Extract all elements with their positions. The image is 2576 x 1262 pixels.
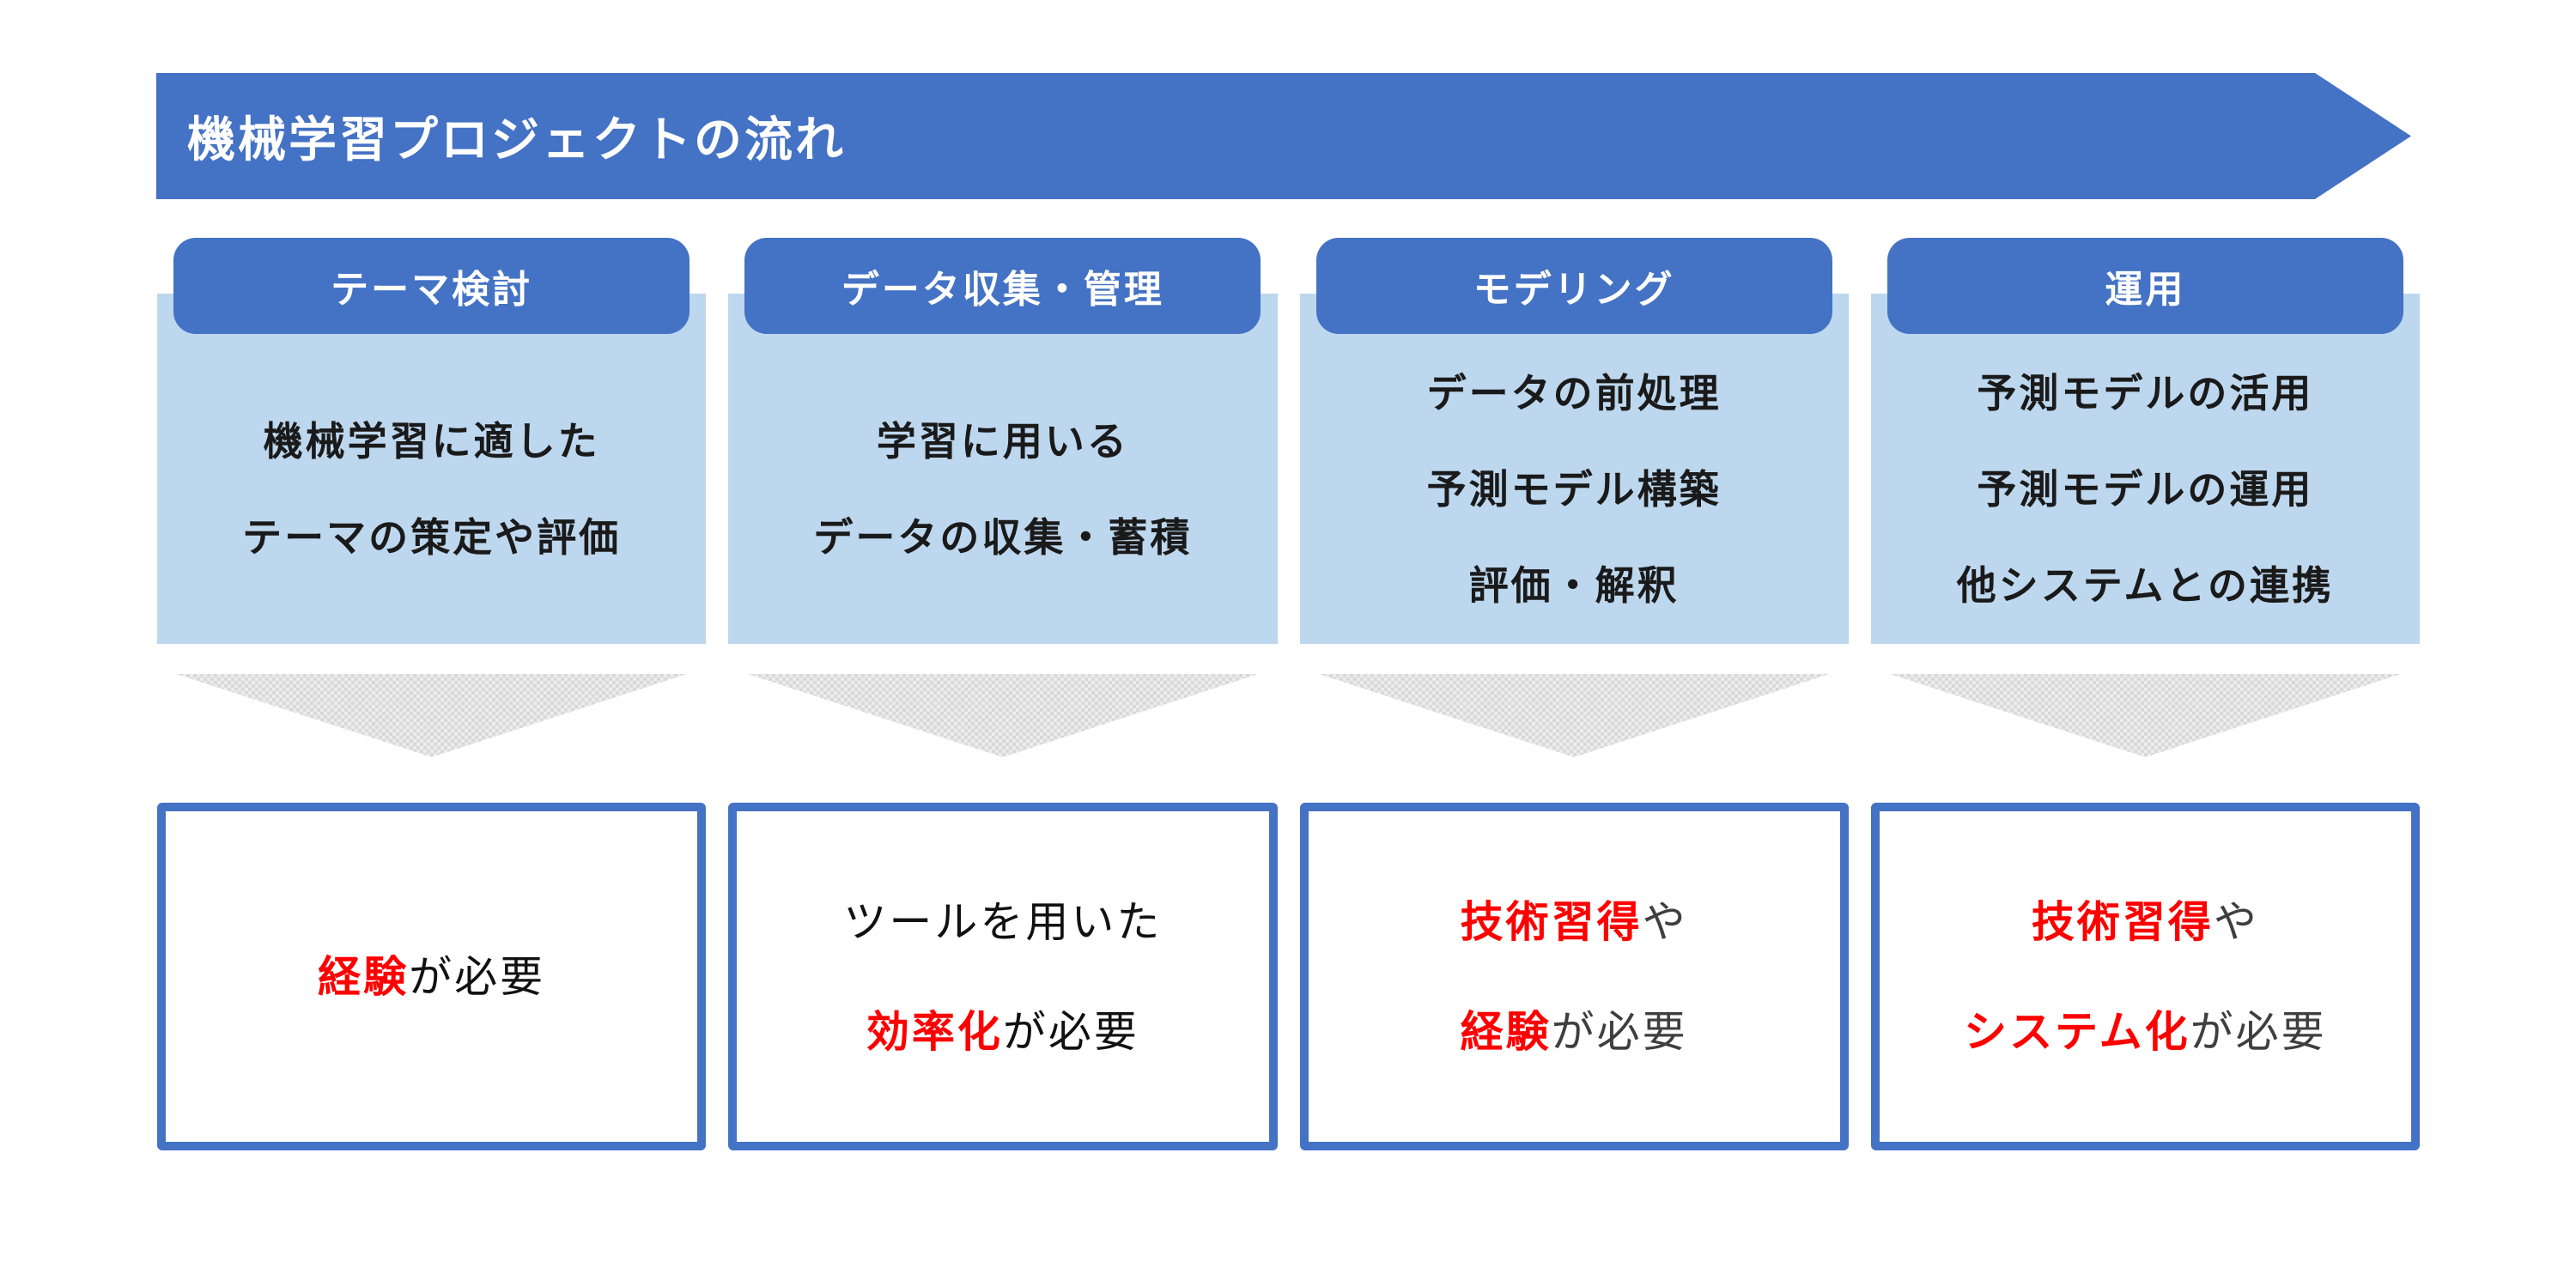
down-arrow-icon — [176, 674, 687, 757]
stage-header-pill: 運用 — [1886, 238, 2403, 334]
requirement-box-operation: 技術習得や システム化が必要 — [1870, 803, 2420, 1150]
stage-panel: データの前処理 予測モデル構築 評価・解釈 — [1299, 294, 1849, 644]
requirement-box-modeling: 技術習得や 経験が必要 — [1299, 803, 1849, 1150]
stage-panel: 学習に用いる データの収集・蓄積 — [728, 294, 1278, 644]
stage-description-line: 機械学習に適した — [263, 418, 600, 464]
connector-arrows-row — [157, 674, 2420, 757]
stage-header-pill: データ収集・管理 — [744, 238, 1261, 334]
requirement-box-theme: 経験が必要 — [157, 803, 707, 1150]
requirement-box-data-collection: ツールを用いた 効率化が必要 — [728, 803, 1278, 1150]
note-text: が必要 — [1551, 1007, 1688, 1056]
note-text: が必要 — [2190, 1007, 2327, 1056]
stage-column-theme: テーマ検討 機械学習に適した テーマの策定や評価 — [157, 238, 707, 644]
stage-panel: 機械学習に適した テーマの策定や評価 — [157, 294, 707, 644]
note-text: ツールを用いた — [843, 897, 1163, 946]
stage-description-line: データの前処理 — [1426, 370, 1722, 416]
page-title: 機械学習プロジェクトの流れ — [187, 112, 846, 167]
stage-header-label: モデリング — [1473, 269, 1675, 311]
highlighted-keyword: システム化 — [1964, 1007, 2190, 1056]
note-text: や — [1642, 897, 1688, 946]
stage-description-line: 予測モデル構築 — [1426, 466, 1722, 512]
stage-description-line: 予測モデルの活用 — [1977, 370, 2314, 416]
stage-column-modeling: モデリング データの前処理 予測モデル構築 評価・解釈 — [1299, 238, 1849, 644]
title-banner: 機械学習プロジェクトの流れ — [156, 73, 2411, 199]
highlighted-keyword: 経験 — [318, 952, 410, 1001]
stage-header-pill: モデリング — [1315, 238, 1832, 334]
stage-description-line: データの収集・蓄積 — [813, 514, 1193, 560]
stage-description-line: 他システムとの連携 — [1956, 562, 2334, 608]
stage-header-label: データ収集・管理 — [841, 269, 1164, 311]
stage-header-label: テーマ検討 — [331, 269, 533, 311]
stage-columns-row: テーマ検討 機械学習に適した テーマの策定や評価 データ収集・管理 学習に用いる… — [157, 238, 2420, 644]
stage-description-line: 学習に用いる — [876, 418, 1129, 464]
stage-header-pill: テーマ検討 — [173, 238, 690, 334]
stage-panel: 予測モデルの活用 予測モデルの運用 他システムとの連携 — [1870, 294, 2420, 644]
note-text: が必要 — [1002, 1007, 1139, 1056]
highlighted-keyword: 技術習得 — [1460, 897, 1643, 946]
stage-description-line: 予測モデルの運用 — [1977, 466, 2314, 512]
note-text: が必要 — [409, 952, 546, 1001]
down-arrow-icon — [747, 674, 1259, 757]
stage-description-line: 評価・解釈 — [1468, 562, 1680, 608]
down-arrow-icon — [1890, 674, 2401, 757]
down-arrow-icon — [1318, 674, 1830, 757]
highlighted-keyword: 技術習得 — [2031, 897, 2214, 946]
stage-column-operation: 運用 予測モデルの活用 予測モデルの運用 他システムとの連携 — [1870, 238, 2420, 644]
stage-description-line: テーマの策定や評価 — [242, 514, 622, 560]
requirement-boxes-row: 経験が必要 ツールを用いた 効率化が必要 技術習得や 経験が必要 技術習得や — [157, 803, 2420, 1150]
highlighted-keyword: 効率化 — [866, 1007, 1003, 1056]
note-text: や — [2213, 897, 2259, 946]
stage-column-data-collection: データ収集・管理 学習に用いる データの収集・蓄積 — [728, 238, 1278, 644]
highlighted-keyword: 経験 — [1460, 1007, 1552, 1056]
stage-header-label: 運用 — [2105, 269, 2186, 311]
